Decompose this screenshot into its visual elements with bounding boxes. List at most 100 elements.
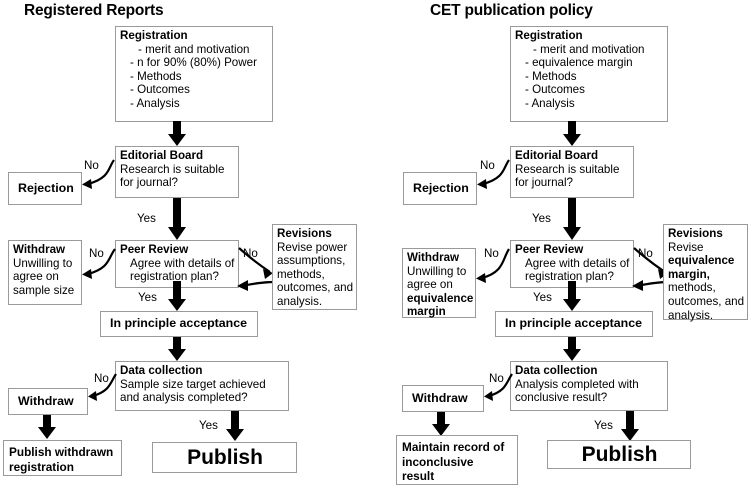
arrow-editorial-to-peer-left xyxy=(168,198,186,240)
node-heading: Registration xyxy=(515,29,583,42)
edge-label-editorial-yes-left: Yes xyxy=(137,212,156,225)
edge-label-data-yes-right: Yes xyxy=(594,419,613,432)
edge-label-editorial-no-left: No xyxy=(84,159,99,172)
node-line: - merit and motivation xyxy=(533,42,645,56)
node-line: - Analysis xyxy=(130,96,180,110)
node-in-principle-acceptance-left: In principle acceptance xyxy=(100,311,258,337)
node-line: - Methods xyxy=(130,69,182,83)
node-heading: Revisions xyxy=(277,227,332,240)
node-rejection-left: Rejection xyxy=(8,172,82,205)
node-line: Revise power xyxy=(277,240,348,254)
node-data-collection-left: Data collection Sample size target achie… xyxy=(115,361,289,411)
node-line: Agree with details of xyxy=(130,256,235,270)
arrow-data-to-publish-right xyxy=(621,411,639,441)
node-line: equivalence xyxy=(407,291,474,305)
arrow-registration-to-editorial-left xyxy=(168,121,186,146)
panel-title-left: Registered Reports xyxy=(24,2,164,19)
edge-label-editorial-yes-right: Yes xyxy=(532,212,551,225)
arrow-data-to-publish-left xyxy=(226,411,244,441)
node-line: and analysis completed? xyxy=(120,391,248,405)
node-line: agree on xyxy=(13,270,59,284)
arrow-peer-to-withdraw-right xyxy=(476,248,510,283)
arrow-withdraw-to-outcome-left xyxy=(38,415,56,439)
arrow-peer-to-in-principle-right xyxy=(563,281,581,311)
node-heading: Peer Review xyxy=(120,243,189,256)
node-heading: Editorial Board xyxy=(515,149,599,162)
node-publish-withdrawn-registration-left: Publish withdrawn registration xyxy=(3,440,122,476)
node-publish-left: Publish xyxy=(152,442,297,473)
edge-label-peer-no-right-right: No xyxy=(638,247,653,260)
node-heading: Revisions xyxy=(668,227,723,240)
node-line: Research is suitable xyxy=(515,162,620,176)
arrow-peer-to-withdraw-left xyxy=(82,248,116,279)
node-line: registration xyxy=(9,459,74,474)
node-line: - Outcomes xyxy=(130,83,190,97)
node-line: methods, xyxy=(668,281,716,295)
node-registration-right: Registration - merit and motivation - eq… xyxy=(510,26,668,122)
edge-label-editorial-no-right: No xyxy=(480,159,495,172)
node-withdraw-peer-left: Withdraw Unwilling to agree on sample si… xyxy=(8,240,82,305)
edge-label-peer-yes-left: Yes xyxy=(138,291,157,304)
node-peer-review-right: Peer Review Agree with details of regist… xyxy=(510,240,634,288)
node-data-collection-right: Data collection Analysis completed with … xyxy=(510,361,668,411)
node-line: - Analysis xyxy=(525,96,575,110)
node-line: inconclusive xyxy=(402,454,474,469)
node-in-principle-acceptance-right: In principle acceptance xyxy=(495,311,653,337)
node-line: equivalence xyxy=(668,254,735,268)
arrow-peer-to-in-principle-left xyxy=(168,281,186,311)
arrow-editorial-to-rejection-right xyxy=(477,159,510,189)
node-heading: Data collection xyxy=(120,364,203,377)
node-heading: Withdraw xyxy=(13,243,66,256)
edge-label-data-no-left: No xyxy=(94,372,109,385)
node-line: Unwilling to xyxy=(13,256,73,270)
node-line: for journal? xyxy=(515,176,574,190)
node-line: - equivalence margin xyxy=(525,56,633,70)
node-line: - merit and motivation xyxy=(138,42,250,56)
node-revisions-left: Revisions Revise power assumptions, meth… xyxy=(272,224,357,310)
node-editorial-board-left: Editorial Board Research is suitable for… xyxy=(115,146,239,198)
node-maintain-record-right: Maintain record of inconclusive result xyxy=(396,435,518,485)
node-heading: Peer Review xyxy=(515,243,584,256)
node-line: assumptions, xyxy=(277,254,346,268)
node-line: outcomes, and xyxy=(668,294,745,308)
node-line: registration plan? xyxy=(525,270,614,284)
arrow-data-to-withdraw-right xyxy=(484,373,513,401)
node-line: analysis. xyxy=(277,294,323,308)
node-editorial-board-right: Editorial Board Research is suitable for… xyxy=(510,146,634,198)
edge-label-data-yes-left: Yes xyxy=(199,419,218,432)
node-line: - Methods xyxy=(525,69,577,83)
node-registration-left: Registration - merit and motivation - n … xyxy=(115,26,273,122)
edge-label-peer-no-left-left: No xyxy=(89,247,104,260)
node-line: Sample size target achieved xyxy=(120,377,266,391)
node-line: Maintain record of xyxy=(402,440,505,454)
edge-label-peer-yes-right: Yes xyxy=(533,291,552,304)
edge-label-peer-no-left-right: No xyxy=(484,247,499,260)
arrow-in-principle-to-data-left xyxy=(168,337,186,361)
node-line: methods, xyxy=(277,267,325,281)
node-withdraw-peer-right: Withdraw Unwilling to agree on equivalen… xyxy=(402,248,476,318)
node-line: conclusive result? xyxy=(515,391,608,405)
node-heading: Data collection xyxy=(515,364,598,377)
node-line: agree on xyxy=(407,278,453,292)
edge-label-data-no-right: No xyxy=(489,372,504,385)
arrow-peer-to-revisions-left xyxy=(237,247,275,291)
node-withdraw-data-right: Withdraw xyxy=(402,385,484,412)
arrow-data-to-withdraw-left xyxy=(88,373,117,401)
arrow-withdraw-to-outcome-right xyxy=(432,412,450,436)
node-line: Publish withdrawn xyxy=(9,445,114,459)
node-line: Revise xyxy=(668,240,704,254)
node-revisions-right: Revisions Revise equivalence margin, met… xyxy=(663,224,748,322)
arrow-registration-to-editorial-right xyxy=(563,121,581,146)
node-line: outcomes, and xyxy=(277,281,354,295)
node-line: Agree with details of xyxy=(525,256,630,270)
node-line: Research is suitable xyxy=(120,162,225,176)
arrow-editorial-to-rejection-left xyxy=(82,159,115,189)
node-rejection-right: Rejection xyxy=(403,172,477,205)
node-line: Analysis completed with xyxy=(515,377,639,391)
panel-title-right: CET publication policy xyxy=(430,2,593,19)
arrow-in-principle-to-data-right xyxy=(563,337,581,361)
node-line: - n for 90% (80%) Power xyxy=(130,56,257,70)
node-line: result xyxy=(402,469,435,483)
node-line: analysis. xyxy=(668,308,714,322)
